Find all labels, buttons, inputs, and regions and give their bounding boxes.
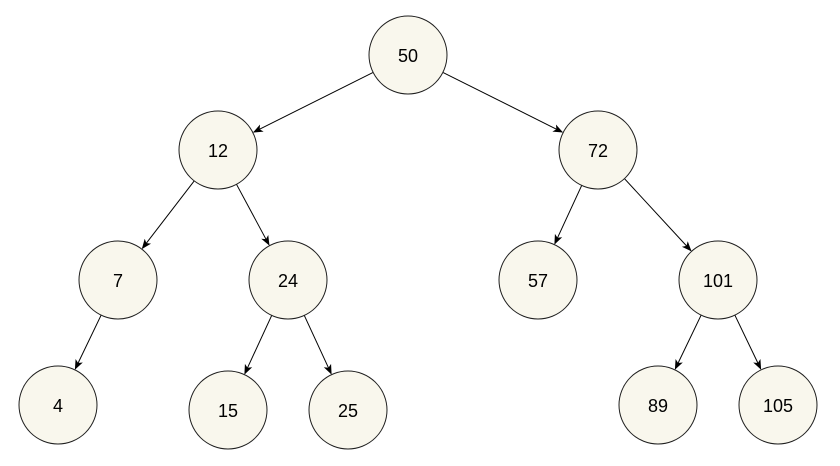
nodes-layer: 50 12 72 7 24 57 101 4 15 25 89 105 [18,15,818,450]
node-circle [308,370,388,450]
edge-arrow [244,315,273,375]
tree-node: 12 [178,110,258,190]
edge-arrow [252,71,374,133]
node-label: 7 [113,271,123,291]
edge-arrow [554,185,583,245]
node-label: 12 [208,141,228,161]
node-label: 4 [53,396,63,416]
tree-node: 50 [368,15,448,95]
tree-node: 72 [558,110,638,190]
node-circle [618,365,698,445]
node-label: 105 [763,396,793,416]
node-circle [18,365,98,445]
node-circle [498,240,578,320]
node-circle [558,110,638,190]
node-circle [188,370,268,450]
edge-arrow [734,314,762,370]
edge-arrow [303,315,332,375]
node-label: 50 [398,46,418,66]
node-label: 25 [338,401,358,421]
tree-node: 15 [188,370,268,450]
edges-layer [74,71,762,375]
tree-node: 25 [308,370,388,450]
node-label: 24 [278,271,298,291]
edge-arrow [74,314,102,370]
node-circle [248,240,328,320]
node-circle [178,110,258,190]
tree-node: 4 [18,365,98,445]
edge-arrow [674,314,702,370]
node-label: 15 [218,401,238,421]
node-circle [78,240,158,320]
edge-arrow [236,184,270,246]
edge-arrow [141,180,195,250]
tree-node: 7 [78,240,158,320]
node-label: 57 [528,271,548,291]
node-label: 101 [703,271,733,291]
tree-node: 101 [678,240,758,320]
node-circle [368,15,448,95]
tree-node: 57 [498,240,578,320]
edge-arrow [624,178,692,252]
node-label: 72 [588,141,608,161]
node-circle [738,365,818,445]
tree-node: 105 [738,365,818,445]
edge-arrow [442,71,564,133]
node-label: 89 [648,396,668,416]
tree-node: 89 [618,365,698,445]
node-circle [678,240,758,320]
tree-node: 24 [248,240,328,320]
